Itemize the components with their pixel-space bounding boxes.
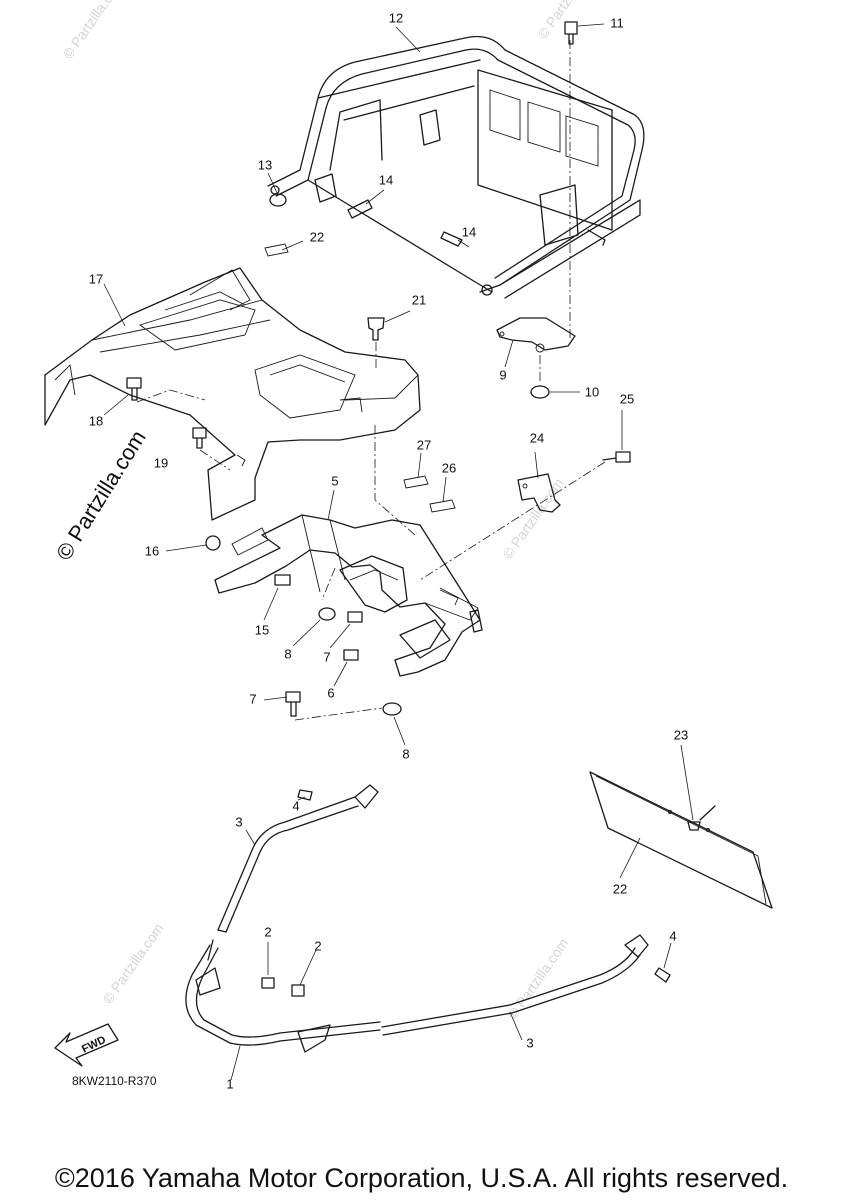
callout-13: 13 [258,157,272,172]
watermark-faint: © Partzilla.com [504,935,571,1021]
copyright-notice: ©2016 Yamaha Motor Corporation, U.S.A. A… [54,1163,789,1193]
callout-18: 18 [89,413,103,428]
callout-2-b: 2 [314,938,321,953]
leader-lines [103,23,694,1081]
callout-14: 14 [379,172,393,187]
callout-24: 24 [530,430,544,445]
rail-drawing [185,784,649,1053]
fwd-arrow: FWD [54,1023,119,1067]
watermark-faint: © Partzilla.com [99,920,166,1006]
callout-20: 21 [412,292,426,307]
callout-8: 8 [284,646,291,661]
callout-4: 4 [292,798,299,813]
callout-11: 11 [610,15,624,30]
callout-15: 15 [255,622,269,637]
callout-19: 19 [154,455,168,470]
bracket-24-drawing [517,473,561,513]
watermark-main: © Partzilla.com [51,426,151,565]
callout-2: 2 [264,924,271,939]
callout-22-label: 22 [613,881,627,896]
callout-25: 25 [620,391,634,406]
callout-10: 10 [585,384,599,399]
callout-labels: 12 11 13 14 14 22 17 21 9 10 18 25 24 27… [89,10,688,1091]
callout-8-b: 8 [402,746,409,761]
diagram-code: 8KW2110-R370 [72,1074,157,1088]
bracket-9-drawing [496,317,576,353]
fwd-label: FWD [80,1034,108,1056]
callout-7: 7 [323,649,330,664]
callout-3-b: 3 [526,1035,533,1050]
callout-17: 17 [89,271,103,286]
callout-9: 9 [499,367,506,382]
callout-21: 22 [310,229,324,244]
callout-5: 5 [331,473,338,488]
callout-1: 1 [226,1076,233,1091]
fasteners-drawing [126,21,716,997]
watermark-faint: © Partzilla.com [534,0,601,42]
watermark-faint: © Partzilla.com [499,475,566,561]
watermark-faint: © Partzilla.com [59,0,126,62]
rear-fender-drawing [44,267,421,521]
watermark-faint-group: © Partzilla.com © Partzilla.com © Partzi… [59,0,601,1022]
callout-4-b: 4 [669,928,676,943]
callout-12: 12 [389,10,403,25]
callout-16: 16 [145,543,159,558]
rear-rack-drawing [267,35,645,299]
callout-7-b: 7 [249,691,256,706]
callout-3: 3 [235,814,242,829]
callout-27: 27 [417,437,431,452]
callout-26: 26 [442,460,456,475]
callout-14-b: 14 [462,224,476,239]
callout-6: 6 [327,685,334,700]
main-frame-drawing [214,514,483,677]
callout-23: 23 [674,727,688,742]
alignment-lines [136,40,606,721]
